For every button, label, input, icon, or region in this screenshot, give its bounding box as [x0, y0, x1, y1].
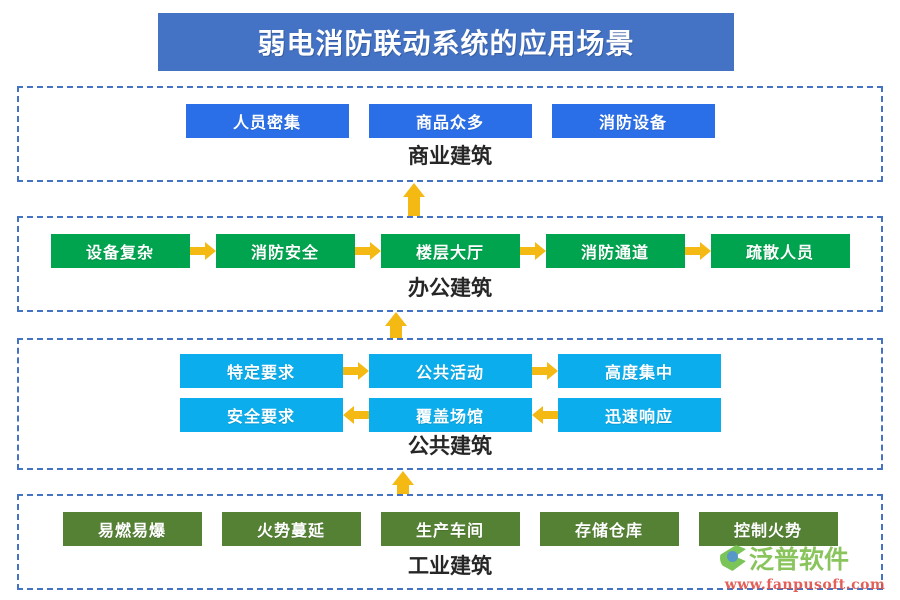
- arrow-right-icon: [342, 362, 369, 380]
- arrow-right-icon: [531, 362, 558, 380]
- page-title: 弱电消防联动系统的应用场景: [257, 27, 635, 60]
- node-box[interactable]: 设备复杂: [50, 234, 190, 268]
- arrow-right-icon: [684, 242, 711, 260]
- watermark-logo: 泛普软件 www.fanpusoft.com: [720, 540, 890, 593]
- node-box[interactable]: 覆盖场馆: [368, 398, 532, 432]
- node-box[interactable]: 楼层大厅: [380, 234, 520, 268]
- node-box[interactable]: 商品众多: [368, 104, 532, 138]
- connector-arrow-up-icon: [403, 183, 425, 217]
- section-label-commercial: 商业建筑: [408, 143, 492, 168]
- section-panel-office: 设备复杂 消防安全 楼层大厅 消防通道 疏散人员 办公建筑: [17, 216, 883, 312]
- section-label-industrial: 工业建筑: [408, 553, 492, 578]
- node-box[interactable]: 高度集中: [557, 354, 721, 388]
- node-box[interactable]: 控制火势: [698, 512, 838, 546]
- node-box[interactable]: 火势蔓延: [221, 512, 361, 546]
- node-box[interactable]: 迅速响应: [557, 398, 721, 432]
- node-box[interactable]: 人员密集: [185, 104, 349, 138]
- section-panel-public: 特定要求 公共活动 高度集中 安全要求 覆盖场馆 迅速响应 公共建筑: [17, 338, 883, 470]
- arrow-right-icon: [354, 242, 381, 260]
- section-panel-industrial: 易燃易爆 火势蔓延 生产车间 存储仓库 控制火势 工业建筑: [17, 494, 883, 590]
- node-box[interactable]: 消防通道: [545, 234, 685, 268]
- brand-name: 泛普软件: [749, 545, 850, 574]
- section-panel-commercial: 人员密集 商品众多 消防设备 商业建筑: [17, 86, 883, 182]
- page-title-banner: 弱电消防联动系统的应用场景: [158, 13, 734, 71]
- brand-url: www.fanpusoft.com: [724, 577, 886, 593]
- arrow-left-icon: [342, 406, 369, 424]
- arrow-right-icon: [519, 242, 546, 260]
- node-box[interactable]: 生产车间: [380, 512, 520, 546]
- brand-lockup: 泛普软件: [720, 540, 890, 576]
- arrow-left-icon: [531, 406, 558, 424]
- node-box[interactable]: 易燃易爆: [62, 512, 202, 546]
- node-box[interactable]: 公共活动: [368, 354, 532, 388]
- node-box[interactable]: 疏散人员: [710, 234, 850, 268]
- node-box[interactable]: 存储仓库: [539, 512, 679, 546]
- fanpu-logo-icon: [720, 545, 746, 571]
- arrow-right-icon: [189, 242, 216, 260]
- node-box[interactable]: 消防安全: [215, 234, 355, 268]
- node-box[interactable]: 安全要求: [179, 398, 343, 432]
- section-label-office: 办公建筑: [408, 275, 492, 300]
- section-label-public: 公共建筑: [408, 433, 492, 458]
- node-box[interactable]: 消防设备: [551, 104, 715, 138]
- node-box[interactable]: 特定要求: [179, 354, 343, 388]
